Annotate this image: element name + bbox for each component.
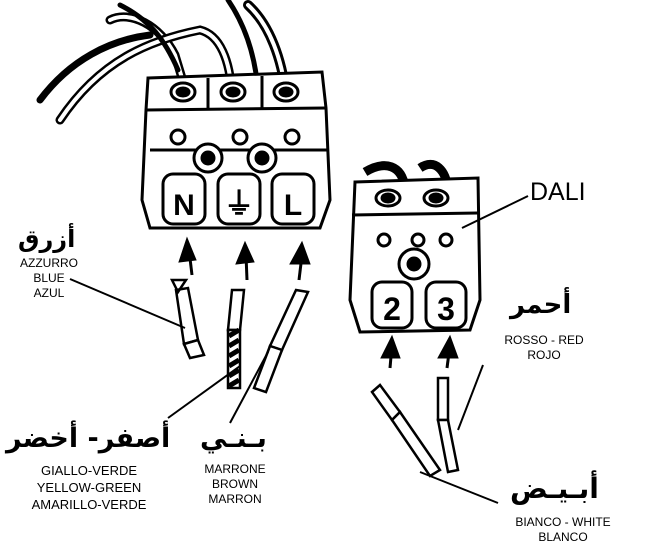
brown-label-it: MARRONE — [204, 462, 266, 476]
terminal-earth-label: ⏚ — [224, 188, 254, 221]
red-label-block: ROSSO - RED ROJO — [484, 333, 604, 363]
yellow-green-arabic-label: أصفر- أخضر — [6, 423, 171, 454]
blue-label-block: AZZURRO BLUE AZUL — [4, 256, 94, 301]
red-arabic-label: أحمر — [510, 290, 572, 320]
blue-label-it: AZZURRO — [20, 256, 78, 270]
yellow-green-label-en: YELLOW-GREEN — [36, 480, 142, 495]
brown-arabic-label: بـنـي — [200, 423, 267, 454]
blue-label-es: AZUL — [33, 286, 65, 300]
top-cables — [36, 0, 291, 125]
right-arrows — [380, 334, 459, 369]
left-arrows — [178, 236, 311, 281]
white-label-es: BLANCO — [538, 530, 588, 544]
left-wires — [169, 278, 310, 394]
white-arabic-label: أبـيـض — [510, 472, 599, 505]
blue-arabic-label: أزرق — [18, 225, 76, 253]
terminal-n-label: N — [173, 189, 195, 222]
right-terminal-block — [348, 159, 482, 334]
red-label-it-en: ROSSO - RED — [504, 333, 584, 347]
terminal-l-label: L — [284, 189, 302, 222]
right-wires — [370, 376, 460, 478]
yellow-green-label-it: GIALLO-VERDE — [40, 463, 138, 478]
terminal-2-label: 2 — [383, 291, 401, 327]
brown-label-es: MARRON — [208, 492, 262, 506]
left-terminal-block — [140, 70, 332, 230]
dali-leader-line — [461, 195, 529, 229]
terminal-3-label: 3 — [437, 291, 455, 327]
red-label-es: ROJO — [527, 348, 561, 362]
yellow-green-label-es: AMARILLO-VERDE — [31, 497, 147, 512]
terminal-letters: N ⏚ L 2 3 — [173, 188, 455, 327]
dali-label: DALI — [530, 178, 586, 206]
blue-label-en: BLUE — [33, 271, 65, 285]
brown-label-block: MARRONE BROWN MARRON — [188, 462, 282, 507]
white-label-block: BIANCO - WHITE BLANCO — [494, 515, 632, 545]
brown-label-en: BROWN — [212, 477, 258, 491]
white-label-it-en: BIANCO - WHITE — [515, 515, 611, 529]
label-leaders — [69, 278, 499, 504]
yellow-green-label-block: GIALLO-VERDE YELLOW-GREEN AMARILLO-VERDE — [4, 462, 174, 513]
